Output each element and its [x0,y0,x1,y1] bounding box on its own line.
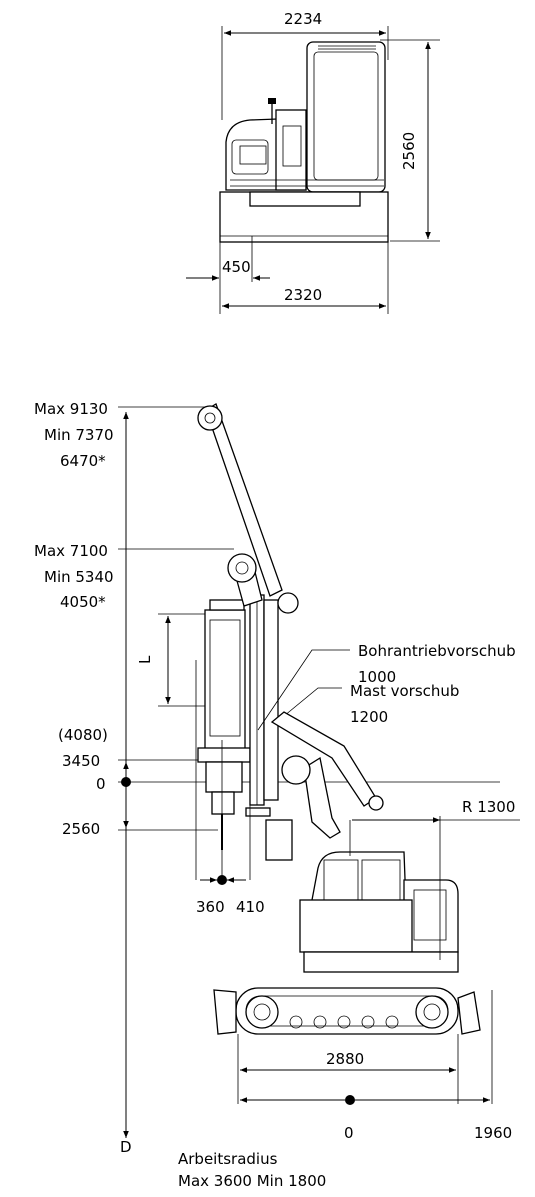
label-bottom-zero: 0 [344,1124,354,1142]
label-depth: D [120,1138,132,1156]
dim-width-top: 2234 [284,10,322,28]
label-work-radius: Arbeitsradius [178,1150,278,1168]
label-feed: Bohrantriebvorschub [358,642,516,660]
dim-width-bottom: 2320 [284,286,322,304]
origin-marker [121,777,131,787]
label-max-7100: Max 7100 [34,542,108,560]
label-track-length: 2880 [326,1050,364,1068]
label-2560: 2560 [62,820,100,838]
label-4080: (4080) [58,726,108,744]
label-offset-right: 410 [236,898,265,916]
label-max-9130: Max 9130 [34,400,108,418]
dim-track-width: 450 [222,258,251,276]
front-view: 2234 2560 450 2320 [186,10,440,314]
label-radius: R 1300 [462,798,515,816]
label-work-radius-values: Max 3600 Min 1800 [178,1172,326,1190]
label-feed-value: 1000 [358,668,396,686]
label-3450: 3450 [62,752,100,770]
label-mast-feed-value: 1200 [350,708,388,726]
label-min-5340: Min 5340 [44,568,114,586]
label-6470: 6470* [60,452,106,470]
label-4050: 4050* [60,593,106,611]
label-offset-left: 360 [196,898,225,916]
label-min-7370: Min 7370 [44,426,114,444]
label-mast-length: L [136,655,154,664]
side-view: Max 9130 Min 7370 6470* Max 7100 Min 534… [34,400,520,1190]
label-zero: 0 [96,775,106,793]
label-bottom-right: 1960 [474,1124,512,1142]
dim-height: 2560 [400,132,418,170]
label-mast-feed: Mast vorschub [350,682,459,700]
